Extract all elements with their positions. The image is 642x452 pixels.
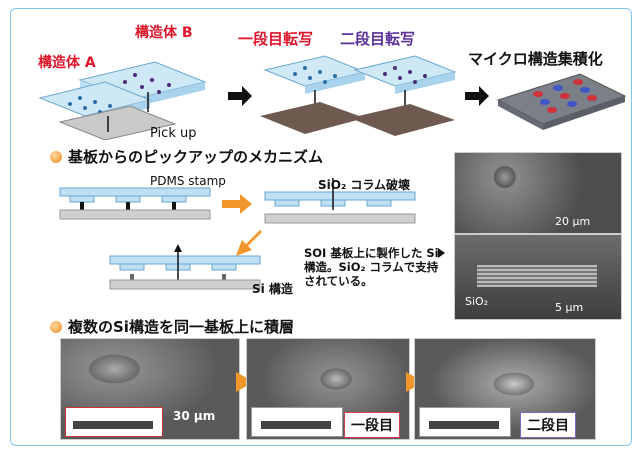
soi-note: SOI 基板上に製作した Si 構造。SiO₂ コラムで支持されている。 bbox=[304, 246, 439, 288]
bullet-icon bbox=[50, 320, 62, 333]
sem-stack-base: 30 μm bbox=[60, 338, 240, 440]
pointer-arrow-icon bbox=[438, 248, 445, 258]
sem-sio2-label: SiO₂ bbox=[465, 295, 489, 308]
sem-image-top: 20 μm bbox=[454, 152, 622, 234]
sem-image-bottom: SiO₂ 5 μm bbox=[454, 234, 622, 320]
pickup-label: Pick up bbox=[150, 126, 197, 141]
bullet-icon bbox=[50, 150, 62, 163]
second-stage-badge: 二段目 bbox=[520, 412, 576, 438]
si-struct-label: Si 構造 bbox=[252, 282, 293, 296]
first-stage-badge: 一段目 bbox=[344, 412, 400, 438]
result-label: マイクロ構造集積化 bbox=[468, 50, 603, 68]
transfer-schematic bbox=[38, 55, 627, 140]
mechanism-title: 基板からのピックアップのメカニズム bbox=[50, 146, 323, 167]
sem-scale-bottom: 5 μm bbox=[555, 301, 584, 314]
step2-label: 二段目転写 bbox=[340, 30, 416, 48]
struct-a-label: 構造体 A bbox=[38, 55, 96, 71]
sio2-break-label: SiO₂ コラム破壊 bbox=[318, 178, 411, 192]
step1-label: 一段目転写 bbox=[238, 30, 314, 48]
struct-b-label: 構造体 B bbox=[135, 25, 193, 41]
sem-scale-top: 20 μm bbox=[555, 215, 591, 228]
pdms-label: PDMS stamp bbox=[150, 174, 226, 188]
stack-title: 複数のSi構造を同一基板上に積層 bbox=[50, 316, 294, 337]
mechanism-diagram bbox=[59, 178, 416, 290]
stack-scale: 30 μm bbox=[173, 409, 216, 423]
